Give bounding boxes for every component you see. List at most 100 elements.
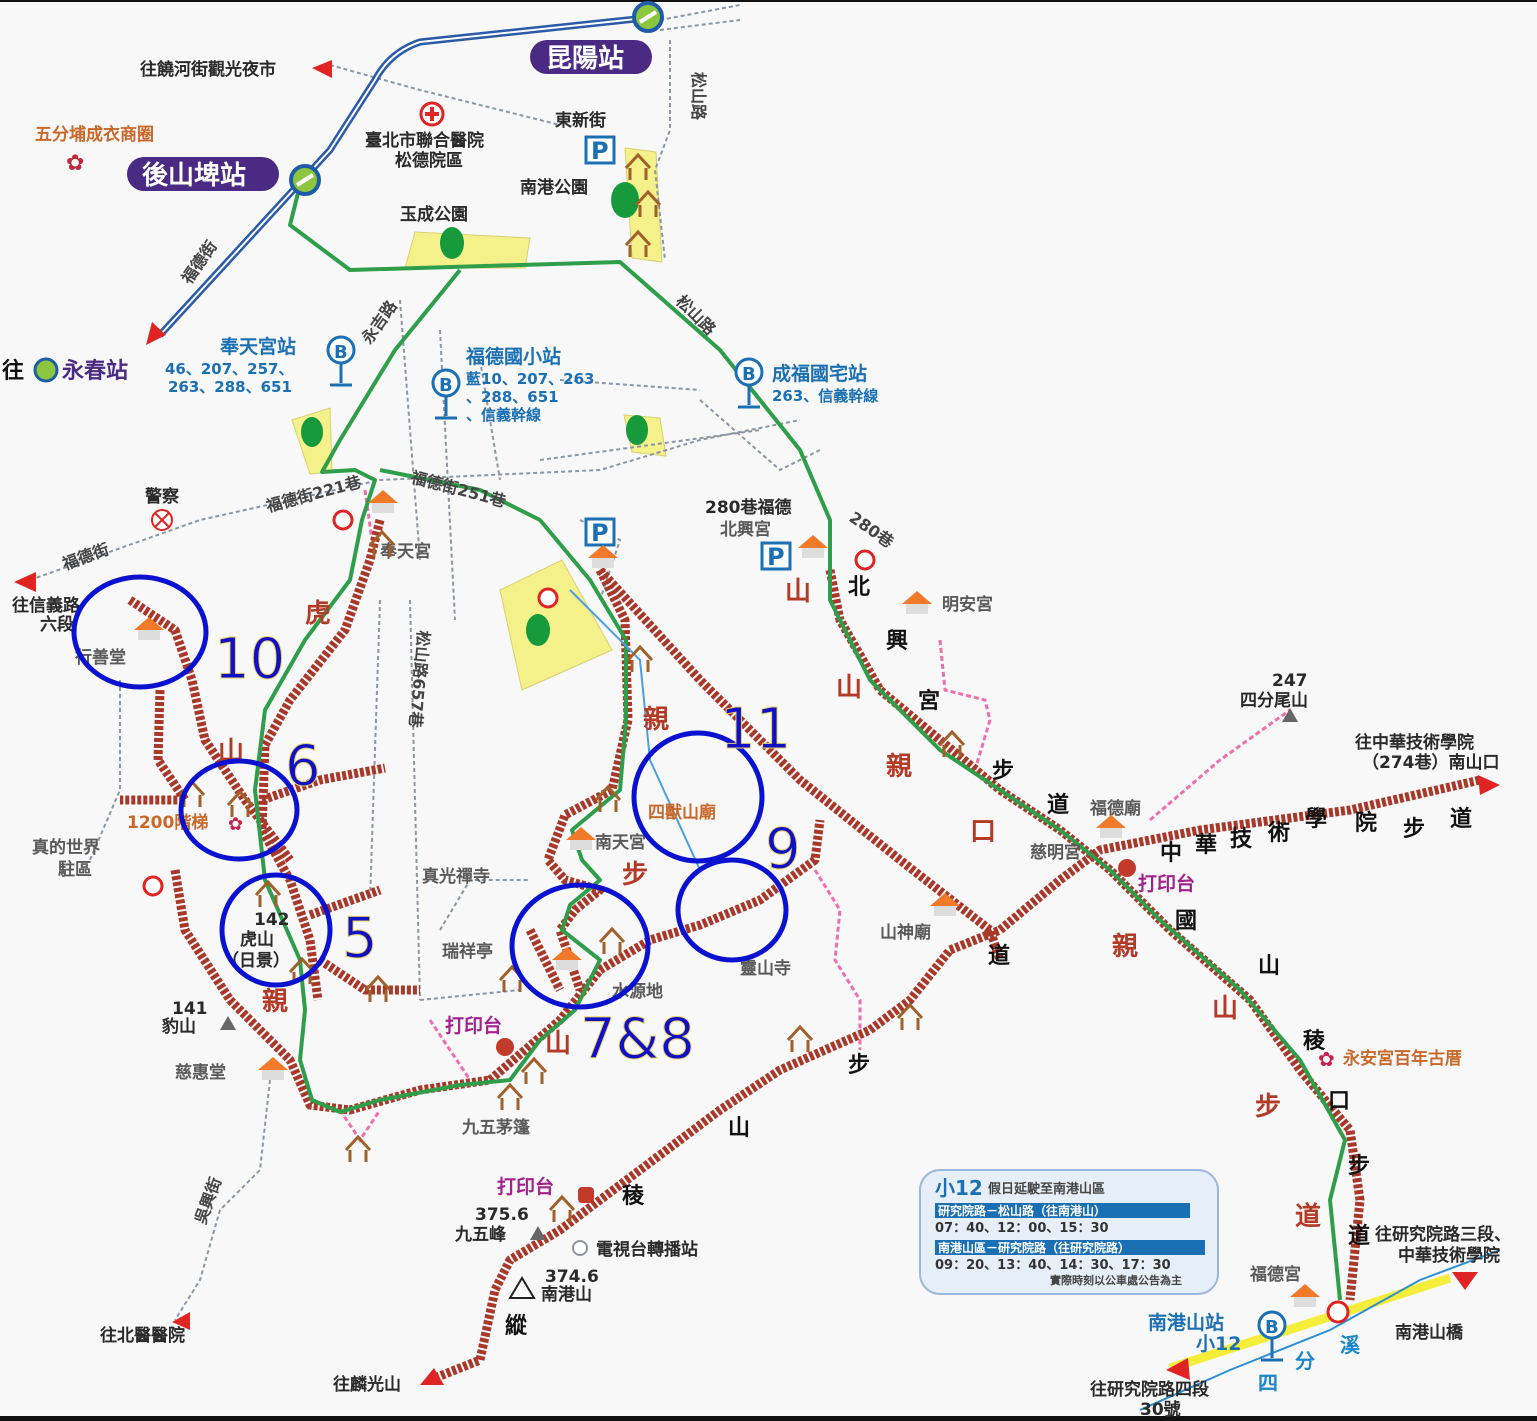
trail-char: 北 [848, 575, 870, 600]
pavilion-icon [598, 926, 626, 954]
label-to-cit: 往中華技術學院 [1355, 732, 1474, 753]
info-heading: 研究院路－松山路（往南港山） [938, 1203, 1106, 1218]
toilet-icon [142, 509, 1350, 1324]
temple-icon [134, 617, 164, 640]
bus-routes: 、信義幹線 [466, 406, 541, 424]
bus-stop-name: 南港山站 [1148, 1311, 1224, 1334]
bus-schedule-box: 小12 假日延駛至南港山區 研究院路－松山路（往南港山） 07：40、12：00… [919, 1169, 1219, 1295]
trail-char: 親 [262, 987, 288, 1017]
trail-char: 山 [785, 577, 811, 607]
stamp-icon [1118, 859, 1136, 877]
label-ciming: 慈明宮 [1030, 842, 1081, 863]
trail-char: 中 [1160, 841, 1182, 866]
hospital-icon [419, 101, 445, 127]
station-houshanpi[interactable]: 後山埤站 [127, 157, 279, 191]
street [399, 299, 501, 621]
street [89, 599, 421, 1001]
tree-icon [301, 417, 323, 447]
label-yongan: 永安宮百年古厝 [1342, 1048, 1462, 1069]
svg-text:B: B [742, 364, 756, 385]
bus-stop-fude-school[interactable]: 福德國小站 藍10、207、263 、288、651 、信義幹線 [465, 345, 595, 424]
pavilion-icon [368, 529, 396, 557]
bus-stop-name: 成福國宅站 [772, 362, 867, 385]
trail-char: 步 [992, 758, 1014, 784]
trail-char: 國 [1175, 909, 1197, 934]
label-fude-temple: 福德廟 [1089, 798, 1141, 819]
bus-stop-fengtian[interactable]: 奉天宮站 46、207、257、 263、288、651 [165, 335, 296, 396]
place-labels: 往饒河街觀光夜市 五分埔成衣商圈 ✿ 臺北市聯合醫院 松德院區 玉成公園 南港公… [12, 59, 1511, 1420]
peak-icon [220, 1016, 236, 1030]
label-shuiyuan: 水源地 [612, 981, 663, 1002]
station-yongchun[interactable]: 永春站 [62, 358, 128, 384]
pavilion-icon [786, 1024, 814, 1052]
pavilion-icon [624, 152, 652, 180]
label-stairs: 1200階梯 [127, 812, 208, 833]
stamp-label: 打印台 [1138, 872, 1195, 895]
arrow-icon [146, 322, 166, 345]
tree-icon [626, 415, 648, 445]
trail-char: 稜 [622, 1183, 645, 1209]
label-world: 駐區 [58, 859, 92, 880]
svg-text:B: B [439, 375, 453, 396]
arrow-icon [312, 60, 332, 78]
label-jiuwu-hut: 九五茅篷 [461, 1117, 531, 1138]
trail-char: 步 [848, 1052, 870, 1078]
mrt-line [157, 14, 646, 338]
trail-char: 步 [1403, 816, 1425, 842]
street [174, 1079, 271, 1321]
trail-south [428, 775, 1482, 1385]
label-police: 警察 [144, 486, 180, 507]
bus-routes: 263、信義幹線 [772, 387, 878, 405]
trail-char: 山 [836, 673, 862, 703]
label-raohe: 往饒河街觀光夜市 [140, 59, 276, 80]
trail-char: 宮 [918, 688, 940, 714]
trail-char: 道 [1047, 792, 1069, 818]
info-route: 小12 [935, 1176, 983, 1200]
bus-stop-chengfu[interactable]: 成福國宅站 263、信義幹線 [772, 362, 878, 405]
annotation-number: 7&8 [580, 1007, 695, 1072]
green-route [253, 184, 1347, 1301]
temple-icon [1096, 815, 1126, 838]
bus-routes: 、288、651 [466, 388, 559, 406]
trail-char: 親 [1112, 932, 1138, 962]
pavilion-icon [344, 1134, 372, 1162]
label-lingshan: 靈山寺 [740, 958, 791, 979]
label-sifenwei: 四分尾山 [1240, 691, 1308, 711]
tree-icon [526, 614, 550, 646]
bus-stop-nangangshan[interactable]: 南港山站 小12 [1148, 1311, 1241, 1355]
annotation-circle-11 [631, 730, 765, 864]
street [29, 419, 801, 581]
stamp-station: 打印台 [445, 1014, 514, 1056]
trail-stairs [260, 763, 386, 805]
trail-short [308, 885, 420, 995]
stamp-label: 打印台 [497, 1175, 554, 1198]
road-songshan-2: 松山路 [689, 72, 708, 121]
tower-icon [572, 1240, 588, 1256]
trail-name-characters: 虎 山 親 山 親 山 步 北 興 宮 步 道 山 親 口 中 華 技 術 學 … [218, 575, 1472, 1395]
annotation-number: 6 [285, 734, 321, 799]
label-xinyi: 六段 [40, 614, 74, 635]
trail-char: 技 [1230, 827, 1253, 852]
peak-icon [1282, 708, 1298, 722]
arrow-icon [420, 1368, 444, 1385]
stamp-station: 打印台 [1118, 859, 1195, 895]
stamp-icon [496, 1038, 514, 1056]
stream-line [1139, 1249, 1501, 1411]
label-fude-gong: 福德宮 [1249, 1264, 1301, 1285]
label-sifenwei-height: 247 [1272, 671, 1308, 691]
bus-stop-icon: B [734, 357, 764, 409]
svg-text:P: P [767, 543, 785, 571]
label-to-academia: 往研究院路三段、 [1375, 1224, 1511, 1245]
label-fengtian-temple: 奉天宮 [379, 541, 431, 562]
label-to-academia-bottom: 往研究院路四段 [1090, 1379, 1209, 1400]
station-kunyang[interactable]: 昆陽站 [530, 40, 652, 74]
label-jiuwu: 九五峰 [454, 1224, 507, 1245]
hill-park-area [499, 559, 613, 691]
main-road [1168, 1273, 1452, 1373]
parking-icon: P P P [584, 135, 792, 571]
arrow-icon [172, 1312, 190, 1330]
trail-char: 興 [886, 629, 908, 654]
label-to-linguang: 往麟光山 [333, 1374, 401, 1395]
mrt-icon [289, 164, 321, 196]
trail-hushan [257, 518, 385, 1001]
